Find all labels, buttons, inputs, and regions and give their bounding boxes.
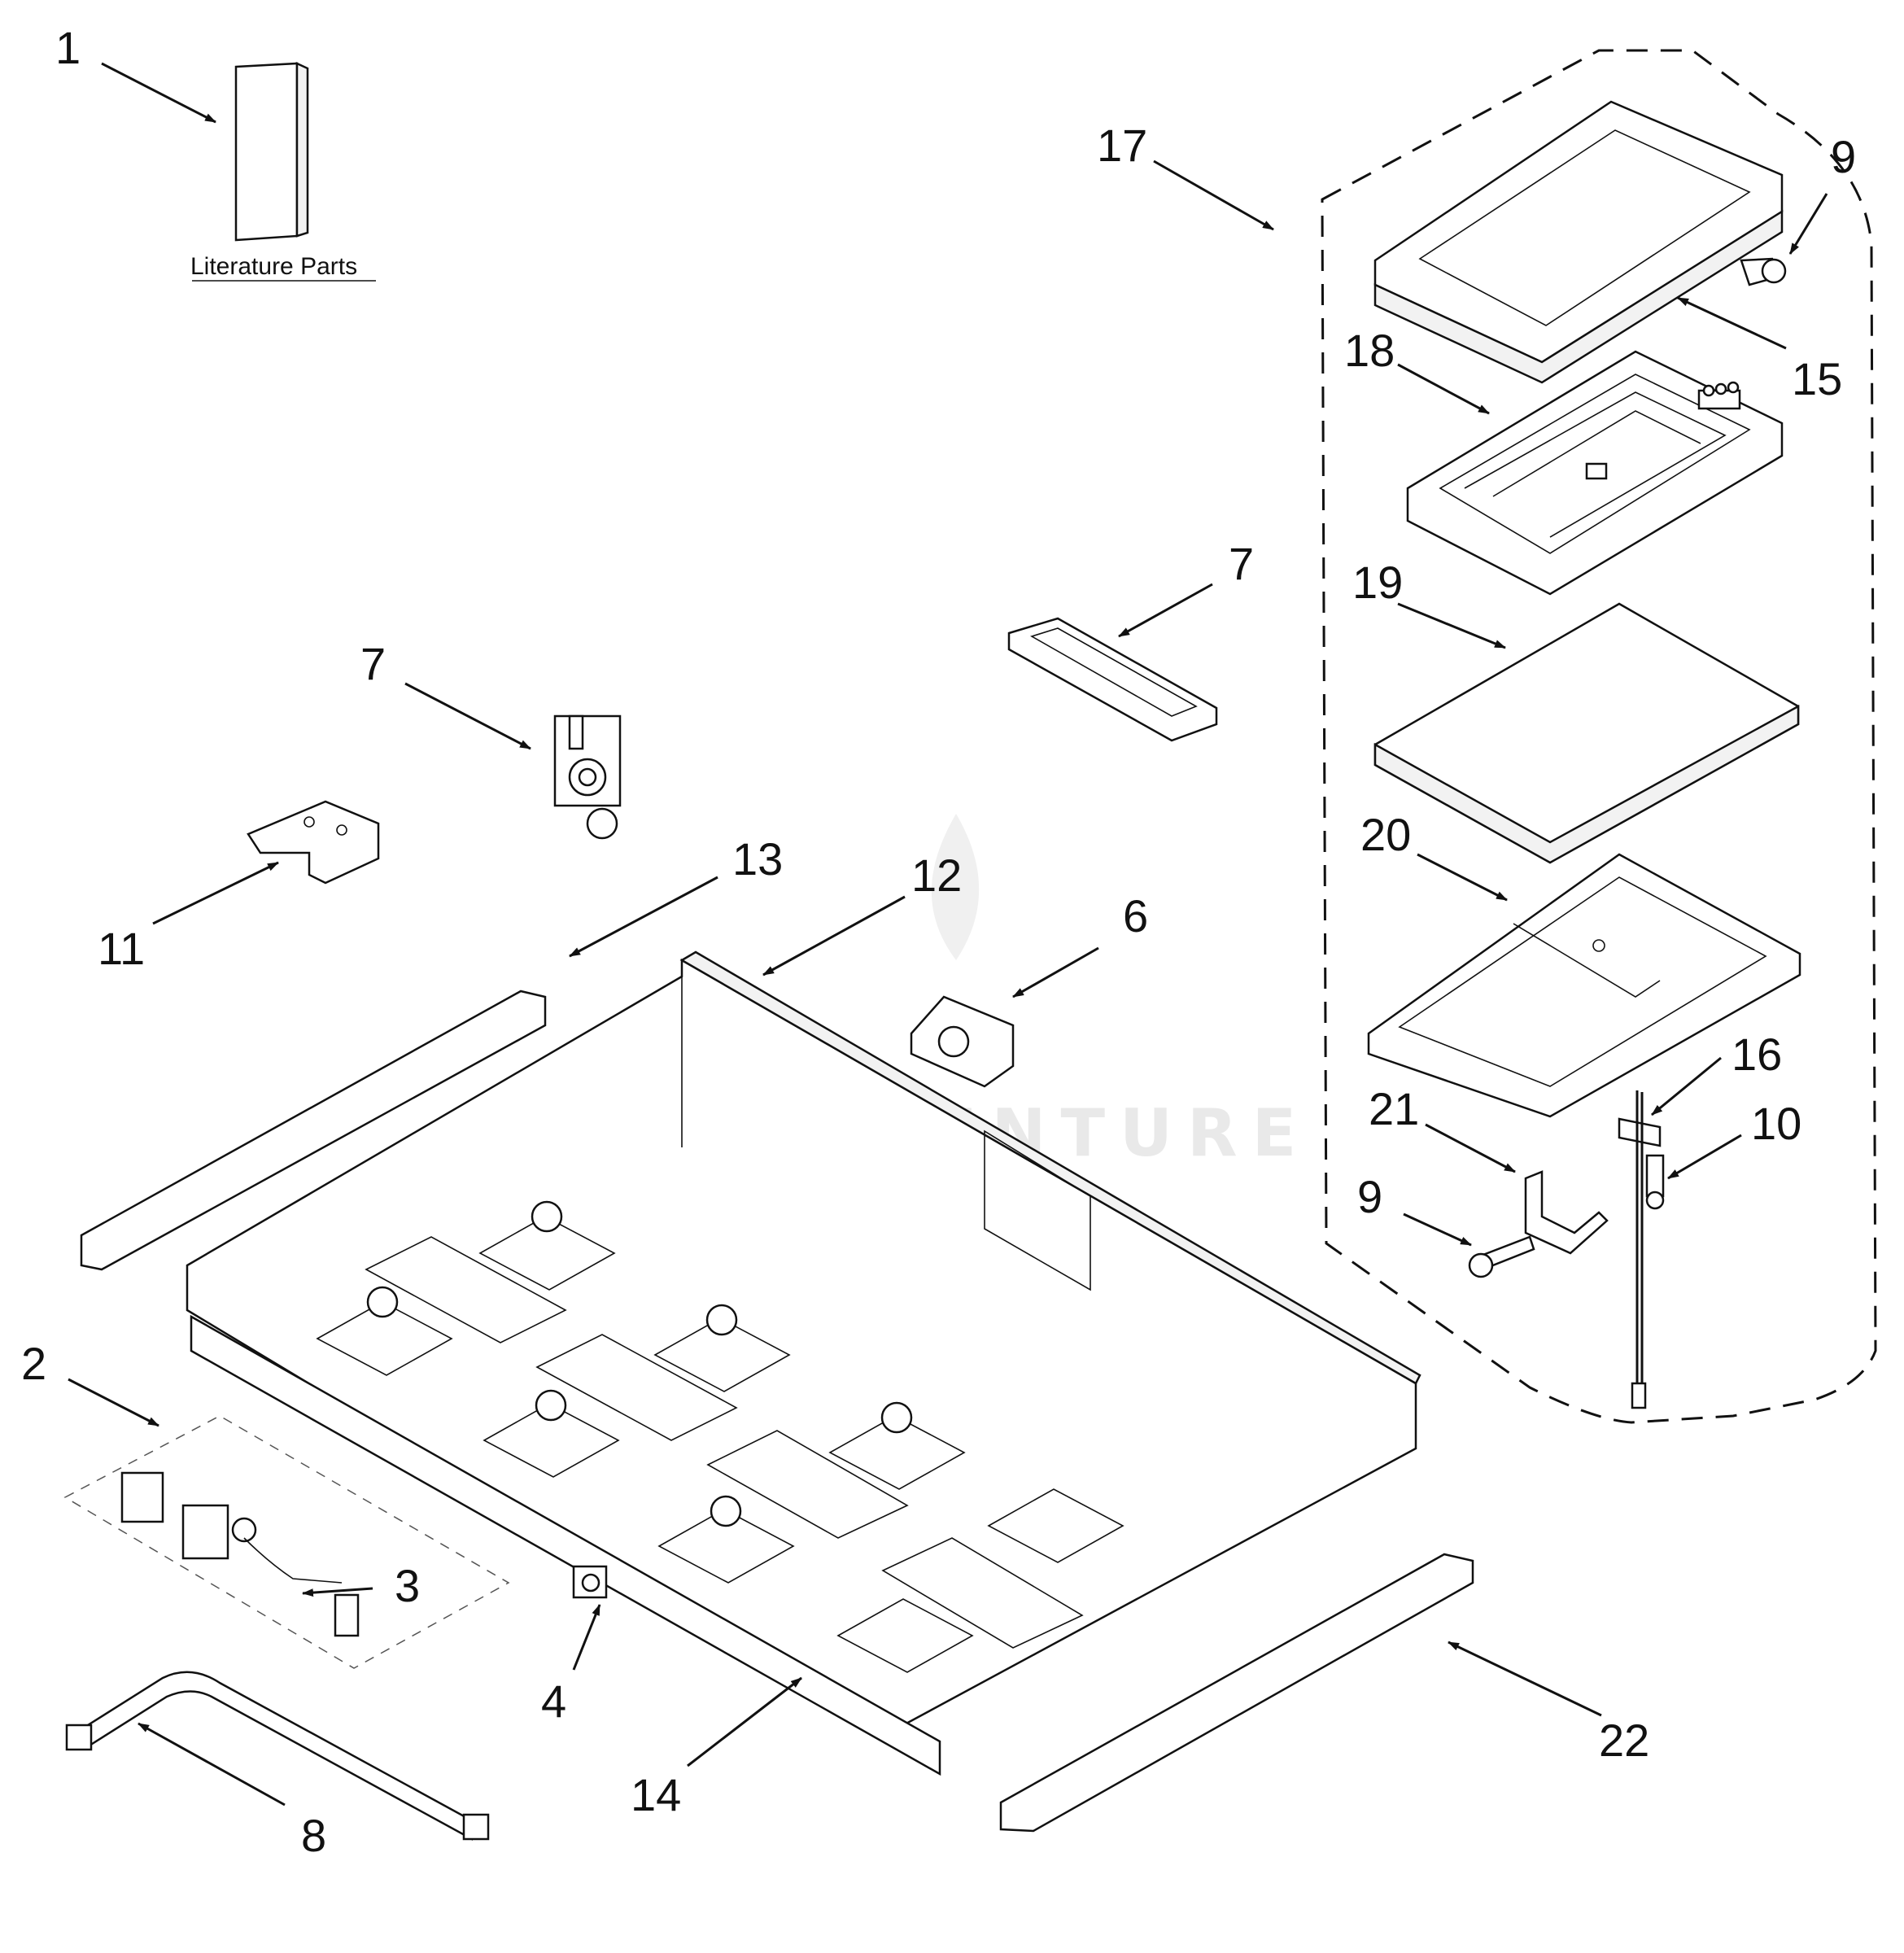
literature-caption: Literature Parts — [190, 253, 357, 280]
manifold-boundary — [63, 1415, 510, 1669]
mounting-bracket — [1524, 1170, 1609, 1255]
gas-valve — [553, 714, 622, 840]
wire-connector — [334, 1593, 360, 1637]
burner-head — [366, 1200, 913, 1527]
side-rail-right — [999, 1553, 1474, 1833]
callout-12: 14 — [631, 1769, 681, 1820]
terminal-block — [1697, 381, 1741, 410]
small-bracket — [247, 800, 380, 885]
insulation-pad-edge — [1373, 704, 1800, 864]
callout-9-top: 9 — [1831, 131, 1856, 182]
callout-9-bottom: 9 — [1357, 1171, 1382, 1222]
callout-6: 7 — [360, 638, 386, 689]
callout-labels: 1 17 9 15 18 19 20 16 10 21 9 7 7 11 13 … — [21, 22, 1856, 1861]
callout-17: 17 — [1097, 120, 1147, 171]
base-tray — [1367, 853, 1801, 1118]
callout-14: 15 — [1792, 353, 1842, 404]
callout-1: 1 — [55, 22, 81, 73]
pipe-fitting — [572, 1565, 608, 1599]
callout-3: 3 — [395, 1560, 420, 1611]
screw — [1740, 257, 1787, 286]
burner-opening — [365, 1236, 1084, 1649]
callout-11: 11 — [98, 923, 145, 974]
callout-5: 6 — [1123, 890, 1148, 942]
callout-10: 10 — [1751, 1098, 1801, 1149]
bracket-screw — [1468, 1235, 1535, 1278]
callout-20: 20 — [1360, 809, 1411, 860]
callout-7: 7 — [1229, 538, 1254, 589]
burner-base — [316, 1216, 1124, 1673]
drip-tray — [1007, 617, 1218, 742]
burner-box — [186, 950, 1421, 1776]
griddle-assembly-boundary — [1321, 49, 1877, 1424]
callout-22: 22 — [1599, 1715, 1649, 1766]
callout-19: 19 — [1352, 557, 1403, 608]
ignition-module — [910, 995, 1015, 1088]
callout-8: 8 — [301, 1810, 326, 1861]
callout-16: 16 — [1732, 1029, 1782, 1080]
probe-screw — [1645, 1154, 1665, 1210]
callout-4: 4 — [541, 1676, 566, 1727]
callout-2: 2 — [21, 1338, 46, 1389]
callout-18: 18 — [1344, 325, 1395, 376]
callout-13: 12 — [911, 850, 962, 901]
temperature-probe — [1618, 1090, 1662, 1409]
callout-15: 13 — [732, 833, 783, 885]
heating-element-frame — [1406, 350, 1784, 596]
callout-21: 21 — [1369, 1083, 1419, 1134]
griddle-pan — [1373, 100, 1784, 384]
gas-pipe — [65, 1671, 490, 1841]
valve-manifold — [120, 1471, 343, 1584]
side-rail-left — [80, 990, 547, 1271]
leader-lines — [68, 62, 1828, 1807]
literature-booklet: Literature Parts — [190, 62, 376, 282]
